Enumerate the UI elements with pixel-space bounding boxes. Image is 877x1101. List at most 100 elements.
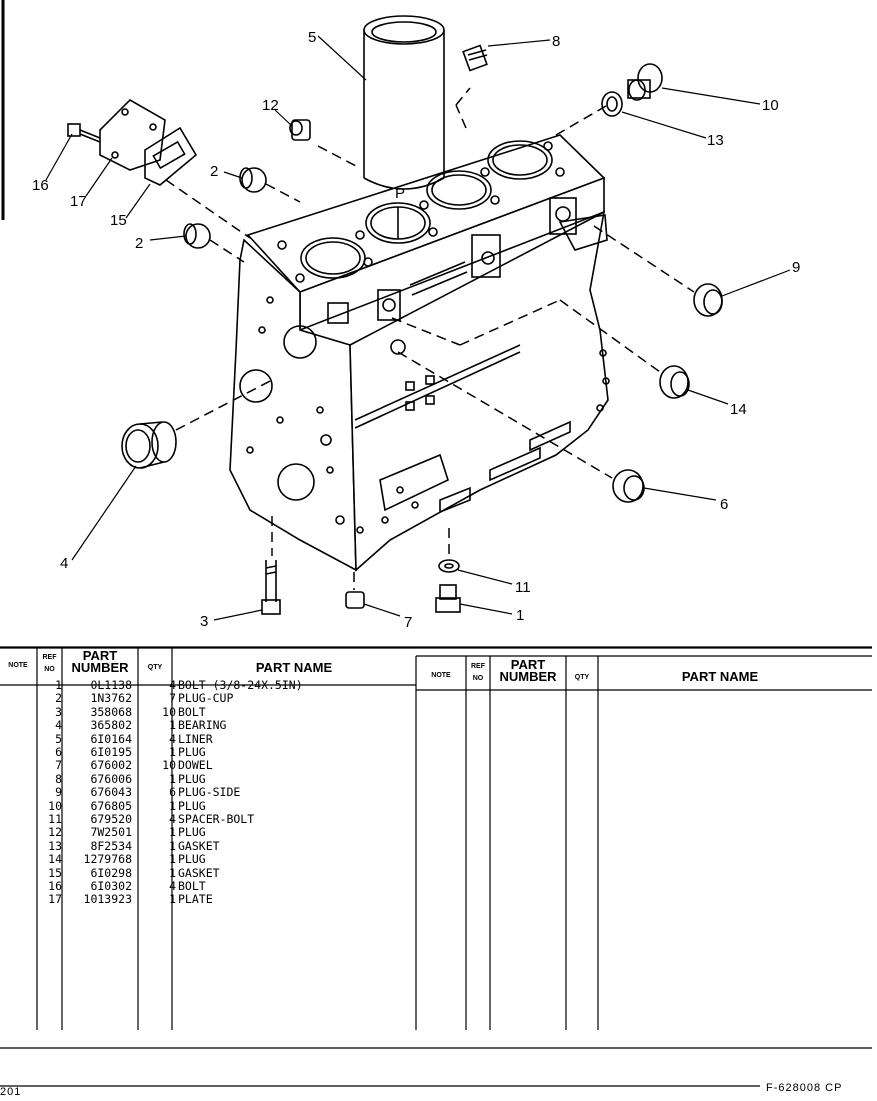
ref-no-cell: 2 [55, 691, 62, 706]
callout-6: 6 [720, 496, 728, 513]
part-name-cell: PLATE [178, 892, 213, 907]
callout-15: 15 [110, 212, 127, 229]
page-number: 201 [0, 1086, 22, 1098]
ref-no-cell: 16 [48, 879, 62, 893]
header-part-name-left: PART NAME [255, 660, 333, 675]
part-number-cell: 6I0164 [90, 731, 132, 746]
ref-no-cell: 13 [48, 838, 62, 853]
ref-no-cell: 15 [48, 865, 62, 880]
dowel-7 [345, 591, 365, 609]
part-number-cell: 7W2501 [90, 825, 132, 840]
part-name-cell: LINER [178, 731, 213, 746]
qty-cell: 1 [169, 825, 176, 840]
qty-cell: 6 [169, 785, 176, 800]
plug-6 [612, 469, 645, 503]
callout-8: 8 [552, 33, 560, 50]
part-number-cell: 676006 [90, 771, 132, 786]
callout-17: 17 [70, 193, 87, 210]
part-name-cell: PLUG [178, 798, 206, 813]
ref-no-cell: 14 [48, 852, 62, 867]
ref-no-cell: 3 [55, 704, 62, 719]
qty-cell: 10 [162, 758, 176, 773]
callout-2-lower: 2 [135, 235, 143, 252]
callout-7: 7 [404, 614, 412, 631]
bore-marking: P [395, 185, 405, 202]
bolt-16 [67, 123, 101, 143]
part-name-cell: PLUG-CUP [178, 691, 234, 706]
part-name-cell: GASKET [178, 865, 220, 880]
ref-no-cell: 10 [48, 798, 62, 813]
ref-no-cell: 9 [55, 785, 62, 800]
ref-no-cell: 6 [55, 745, 62, 759]
ref-no-cell: 7 [55, 758, 62, 773]
plate-17 [99, 99, 166, 171]
part-number-cell: 676043 [90, 785, 132, 800]
part-number-cell: 676805 [90, 798, 132, 813]
part-number-cell: 365802 [90, 718, 132, 733]
part-number-cell: 679520 [90, 812, 132, 826]
part-number-cell: 676002 [90, 758, 132, 773]
part-name-cell: BOLT [178, 879, 206, 893]
callout-5: 5 [308, 29, 316, 46]
ref-no-cell: 4 [55, 718, 62, 733]
ref-no-cell: 1 [55, 678, 62, 692]
header-note-left: NOTE [8, 662, 28, 669]
part-name-cell: PLUG [178, 745, 206, 759]
qty-cell: 1 [169, 852, 176, 867]
qty-cell: 1 [169, 892, 176, 907]
plug-side-9 [693, 283, 723, 317]
figure-code: F-628008 CP [766, 1082, 843, 1094]
callout-11: 11 [515, 579, 531, 596]
ref-no-cell: 8 [55, 771, 62, 786]
qty-cell: 1 [169, 798, 176, 813]
ref-no-cell: 17 [48, 892, 62, 907]
callout-12: 12 [262, 97, 279, 114]
plug-12 [289, 119, 311, 141]
callout-4: 4 [60, 555, 68, 572]
part-name-cell: BOLT [178, 704, 206, 719]
part-name-cell: PLUG [178, 825, 206, 840]
qty-cell: 1 [169, 718, 176, 733]
plug-8 [462, 44, 488, 72]
part-name-cell: BEARING [178, 718, 227, 733]
qty-cell: 4 [169, 678, 176, 692]
part-name-cell: BOLT (3/8-24X.5IN) [178, 678, 303, 692]
qty-cell: 7 [169, 691, 176, 706]
qty-cell: 10 [162, 704, 176, 719]
part-number-cell: 1279768 [83, 852, 132, 867]
ref-no-cell: 12 [48, 825, 62, 840]
ref-no-cell: 11 [48, 812, 62, 826]
bolt-3 [261, 560, 281, 615]
header-qty-right: QTY [574, 674, 590, 681]
part-number-cell: 1013923 [83, 892, 132, 907]
header-part-name-right: PART NAME [681, 669, 759, 684]
bolt-1 [435, 584, 461, 613]
liner-part [363, 15, 445, 190]
exploded-parts-diagram: P 1 2 2 3 4 5 6 7 8 9 10 11 12 13 14 15 … [1, 0, 800, 631]
plug-cup-lower [183, 223, 211, 249]
qty-cell: 1 [169, 745, 176, 759]
callout-3: 3 [200, 613, 208, 630]
plug-14 [659, 365, 690, 399]
part-number-cell: 0L1138 [90, 678, 132, 692]
callout-1: 1 [516, 607, 524, 624]
callout-9: 9 [792, 259, 800, 276]
cylinder-block [229, 134, 610, 572]
part-number-cell: 6I0302 [90, 879, 132, 893]
qty-cell: 1 [169, 865, 176, 880]
